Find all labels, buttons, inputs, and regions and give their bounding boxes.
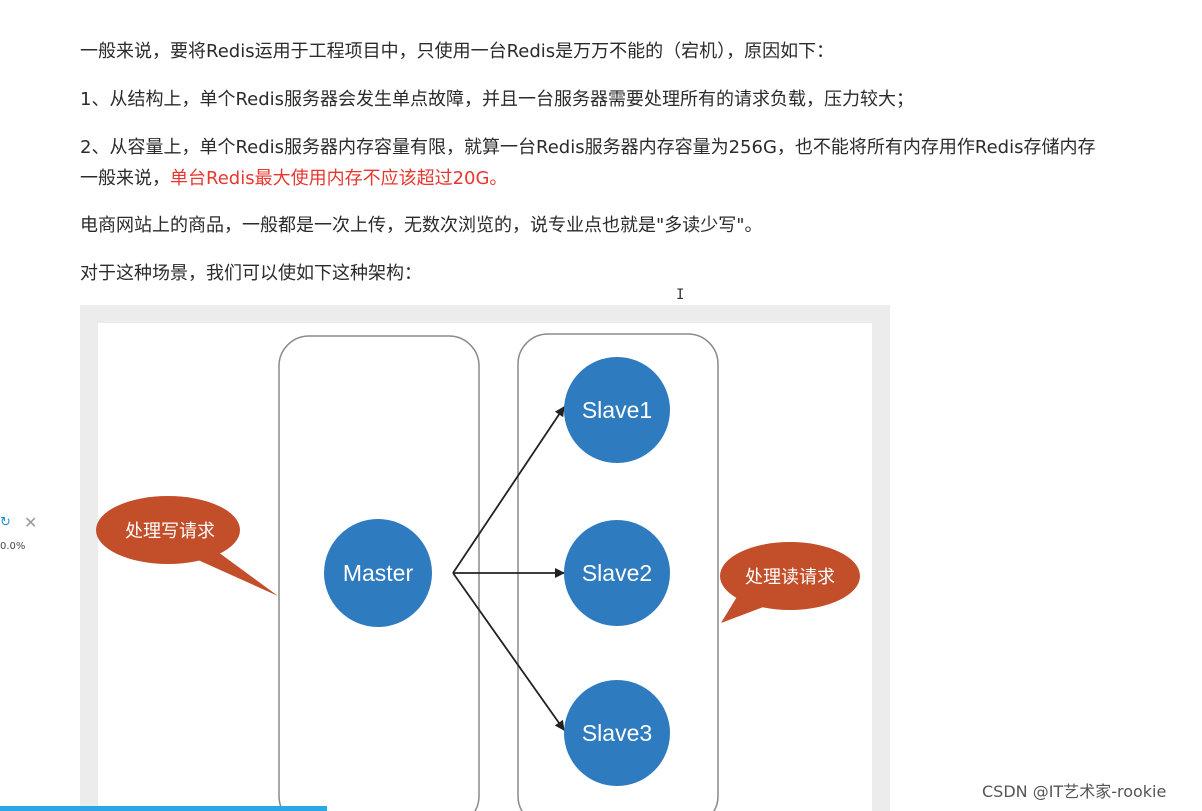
arrow-master-slave1	[452, 406, 565, 574]
write-bubble-graphic: 处理写请求	[96, 496, 278, 596]
architecture-diagram: Master Slave1 Slave2 Slave3 处理读请求	[278, 333, 860, 811]
slave3-node	[564, 680, 670, 786]
master-label: Master	[343, 560, 414, 586]
slave1-label: Slave1	[582, 397, 652, 423]
refresh-icon[interactable]: ↻	[0, 515, 11, 530]
write-bubble	[96, 496, 240, 564]
paragraph-intro: 一般来说，要将Redis运用于工程项目中，只使用一台Redis是万万不能的（宕机…	[80, 41, 835, 62]
slave-container	[517, 333, 719, 811]
paragraph-architecture-intro: 对于这种场景，我们可以使如下这种架构：	[80, 263, 422, 284]
write-bubble-tail	[198, 552, 278, 596]
progress-bar	[0, 796, 330, 811]
memory-limit-prefix: 一般来说，	[80, 168, 170, 189]
slave2-node	[564, 520, 670, 626]
paragraph-ecommerce: 电商网站上的商品，一般都是一次上传，无数次浏览的，说专业点也就是"多读少写"。	[80, 215, 763, 236]
master-node	[324, 519, 432, 627]
arrow-master-slave3	[452, 572, 565, 731]
watermark: CSDN @IT艺术家-rookie	[982, 782, 1167, 801]
read-bubble-tail	[721, 595, 766, 623]
close-icon[interactable]: ✕	[24, 513, 38, 532]
paragraph-memory-limit: 一般来说，单台Redis最大使用内存不应该超过20G。	[80, 167, 507, 191]
read-bubble	[720, 542, 860, 610]
write-bubble-label: 处理写请求	[125, 521, 215, 542]
slave3-label: Slave3	[582, 720, 652, 746]
slave2-label: Slave2	[582, 560, 652, 586]
read-bubble-label: 处理读请求	[745, 567, 835, 588]
text-cursor-icon: I	[676, 287, 685, 303]
side-widget-percent: 0.0%	[0, 541, 26, 552]
side-widget: ↻ ✕ 0.0%	[0, 512, 48, 560]
architecture-diagram-frame: Master Slave1 Slave2 Slave3 处理读请求	[80, 305, 890, 811]
paragraph-reason-structure: 1、从结构上，单个Redis服务器会发生单点故障，并且一台服务器需要处理所有的请…	[80, 89, 915, 110]
progress-fill	[0, 806, 327, 811]
architecture-diagram-canvas: Master Slave1 Slave2 Slave3 处理读请求	[98, 323, 872, 811]
paragraph-reason-capacity: 2、从容量上，单个Redis服务器内存容量有限，就算一台Redis服务器内存容量…	[80, 137, 1096, 158]
memory-limit-highlight: 单台Redis最大使用内存不应该超过20G。	[170, 168, 508, 189]
slave1-node	[564, 357, 670, 463]
master-container	[278, 335, 480, 811]
